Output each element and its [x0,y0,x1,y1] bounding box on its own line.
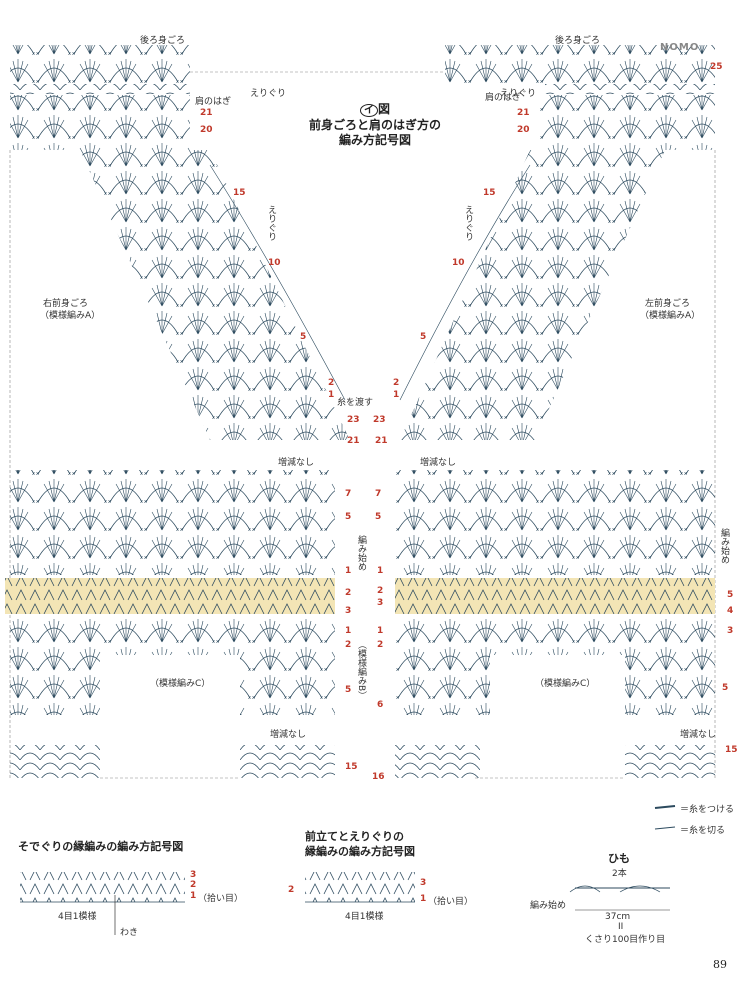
row-number: 3 [377,598,384,608]
title-line2: 前身ごろと肩のはぎ方の [308,118,441,132]
row-number: 16 [372,772,385,782]
row-number: 2 [328,378,335,388]
front-repeat: 4目1模様 [345,912,384,922]
row-number: 1 [377,626,384,636]
sleeve-row-2: 2 [190,880,197,890]
front-band-title2: 縁編みの編み方記号図 [305,845,415,858]
legend-cut: ＝糸を切る [680,826,726,836]
row-number: 25 [710,62,723,72]
row-number: 1 [377,566,384,576]
row-number: 21 [200,108,213,118]
row-number: 20 [517,125,530,135]
himo-chain: くさり100目作り目 [585,935,666,945]
label-eri-top-right: えりぐり [500,89,537,99]
front-band-title1: 前立てとえりぐりの [305,830,404,843]
label-eri-mid-left: えりぐり [266,205,276,241]
row-number: 1 [345,626,352,636]
row-number: 15 [233,188,246,198]
row-number: 15 [483,188,496,198]
row-number: 23 [347,415,360,425]
label-no-change-1r: 増減なし [420,458,457,468]
main-title: イ図 前身ごろと肩のはぎ方の 編み方記号図 [300,102,450,148]
row-number: 6 [377,700,384,710]
row-number: 1 [393,390,400,400]
label-shoulder-left: 肩のはぎ [195,97,232,107]
sleeve-title: そでぐりの縁編みの編み方記号図 [18,840,184,853]
himo-start: 編み始め [530,901,567,911]
sleeve-row-3: 3 [190,870,197,880]
himo-title: ひも [608,852,630,865]
label-eri-mid-right: えりぐり [463,205,473,241]
label-left-front: 左前身ごろ [645,299,691,309]
label-pattern-c-left: （模様編みC） [150,679,211,689]
legend-attach: ＝糸をつける [680,805,735,815]
row-number: 2 [345,588,352,598]
row-number: 23 [373,415,386,425]
front-row-left-2: 2 [288,885,295,895]
row-number: 21 [375,436,388,446]
label-eri-top-left: えりぐり [250,89,287,99]
label-no-change-2r: 増減なし [680,730,717,740]
label-back-left: 後ろ身ごろ [140,36,186,46]
label-yarn-cross: 糸を渡す [337,398,374,408]
label-shoulder-right: 肩のはぎ [485,93,522,103]
row-number: 3 [345,606,352,616]
front-pickup: （拾い目） [428,897,474,907]
row-number: 5 [727,590,734,600]
label-no-change-1l: 増減なし [278,458,315,468]
label-back-right: 後ろ身ごろ [555,36,601,46]
label-pattern-b: （模様編みB） [356,640,366,701]
row-number: 21 [517,108,530,118]
label-right-front: 右前身ごろ [43,299,89,309]
row-number: 15 [345,762,358,772]
label-right-front-pattern: （模様編みA） [40,311,101,321]
row-number: 5 [300,332,307,342]
row-number: 2 [393,378,400,388]
himo-count: 2本 [612,869,627,879]
label-amihajime-right: 編み始め [719,528,729,564]
row-number: 5 [420,332,427,342]
row-number: 4 [727,606,734,616]
sleeve-side: わき [120,928,139,938]
label-amihajime-center: 編み始め [356,535,366,571]
row-number: 5 [345,685,352,695]
row-number: 7 [345,489,352,499]
row-number: 2 [377,640,384,650]
front-row-3: 3 [420,878,427,888]
row-number: 21 [347,436,360,446]
row-number: 5 [345,512,352,522]
sleeve-repeat: 4目1模様 [58,912,97,922]
row-number: 2 [377,586,384,596]
row-number: 5 [722,683,729,693]
sleeve-row-1: 1 [190,891,197,901]
row-number: 7 [375,489,382,499]
row-number: 20 [200,125,213,135]
label-no-change-2l: 増減なし [270,730,307,740]
row-number: 15 [725,745,738,755]
title-line1: 図 [377,102,390,116]
row-number: 3 [727,626,734,636]
row-number: 2 [345,640,352,650]
title-badge: イ [359,104,378,117]
page-number: 89 [713,958,727,971]
himo-eq: II [618,922,624,932]
row-number: 1 [328,390,335,400]
label-pattern-c-right: （模様編みC） [535,679,596,689]
sleeve-pickup: （拾い目） [198,894,244,904]
label-left-front-pattern: （模様編みA） [640,311,701,321]
row-number: 1 [345,566,352,576]
logo: NOMO [660,42,700,53]
row-number: 5 [375,512,382,522]
row-number: 10 [268,258,281,268]
front-row-1: 1 [420,894,427,904]
row-number: 10 [452,258,465,268]
himo-length: 37cm [605,912,631,922]
title-line3: 編み方記号図 [338,133,411,147]
